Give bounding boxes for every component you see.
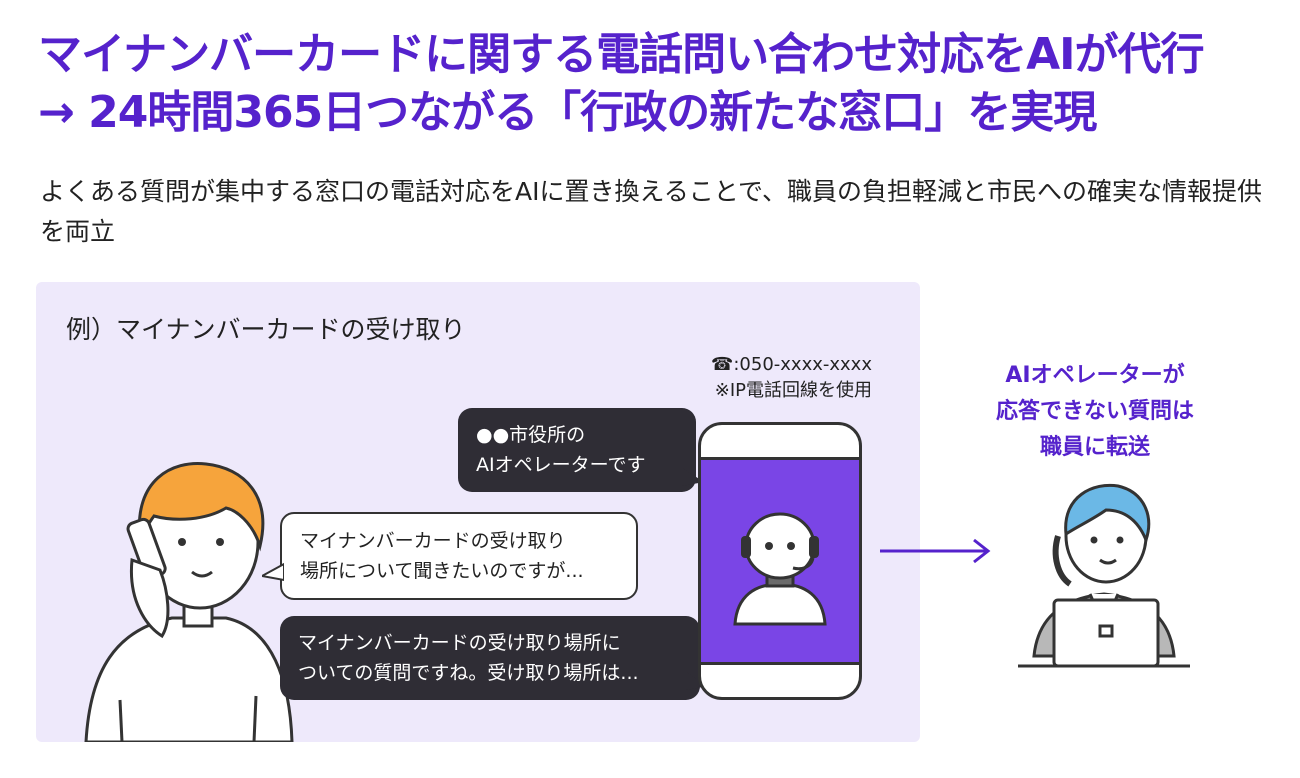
title-line-1: マイナンバーカードに関する電話問い合わせ対応をAIが代行 xyxy=(38,29,1205,80)
caller-person-icon xyxy=(84,462,294,742)
page-title: マイナンバーカードに関する電話問い合わせ対応をAIが代行 → 24時間365日つ… xyxy=(38,26,1278,142)
bubble-line: AIオペレーターです xyxy=(476,454,646,476)
robot-operator-icon xyxy=(733,512,827,626)
note-line: 職員に転送 xyxy=(1039,435,1150,460)
phone-number: ☎:050-xxxx-xxxx xyxy=(710,354,872,375)
staff-person-icon xyxy=(1018,483,1190,668)
panel-label: 例）マイナンバーカードの受け取り xyxy=(66,315,466,344)
example-panel: 例）マイナンバーカードの受け取り ☎:050-xxxx-xxxx ※IP電話回線… xyxy=(36,282,920,742)
bubble-line: マイナンバーカードの受け取り xyxy=(300,530,566,552)
bubble-line: 場所について聞きたいのですが... xyxy=(300,560,584,582)
title-line-2: → 24時間365日つながる「行政の新たな窓口」を実現 xyxy=(38,87,1097,138)
ai-greeting-bubble: ●●市役所の AIオペレーターです xyxy=(458,408,696,492)
lead-text: よくある質問が集中する窓口の電話対応をAIに置き換えることで、職員の負担軽減と市… xyxy=(40,177,1262,246)
laptop-icon xyxy=(1052,598,1160,668)
ai-answer-bubble: マイナンバーカードの受け取り場所に ついての質問ですね。受け取り場所は... xyxy=(280,616,700,700)
smartphone xyxy=(698,422,862,700)
bubble-line: ●●市役所の xyxy=(476,424,586,446)
bubble-line: ついての質問ですね。受け取り場所は... xyxy=(298,662,639,684)
caller-question-bubble: マイナンバーカードの受け取り 場所について聞きたいのですが... xyxy=(280,512,638,600)
phone-screen xyxy=(701,457,859,665)
arrow-right-icon xyxy=(880,538,991,564)
phone-note: ※IP電話回線を使用 xyxy=(714,380,872,401)
note-line: AIオペレーターが xyxy=(1005,363,1185,388)
note-line: 応答できない質問は xyxy=(995,399,1194,424)
escalation-note: AIオペレーターが 応答できない質問は 職員に転送 xyxy=(950,358,1240,466)
bubble-line: マイナンバーカードの受け取り場所に xyxy=(298,632,621,654)
phone-info: ☎:050-xxxx-xxxx ※IP電話回線を使用 xyxy=(36,352,872,404)
bubble-tail xyxy=(262,562,284,582)
